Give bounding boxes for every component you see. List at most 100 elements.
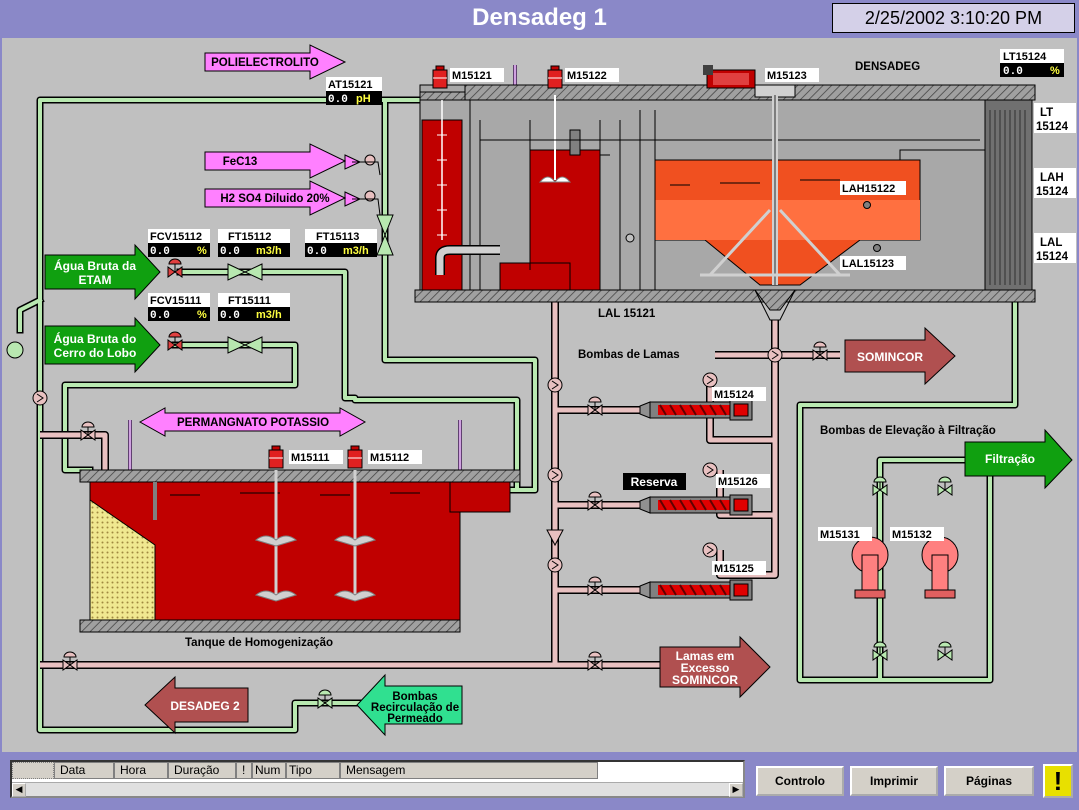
settler-wall: [639, 110, 656, 290]
motor-m15122[interactable]: [547, 65, 563, 89]
svg-text:0.0: 0.0: [150, 246, 170, 258]
svg-text:Excesso: Excesso: [681, 661, 730, 675]
label-m15112-bg: [368, 450, 422, 464]
svg-text:LT15124: LT15124: [1003, 51, 1047, 63]
pump-m15124[interactable]: [639, 399, 753, 421]
scroll-left-icon[interactable]: ◀: [12, 783, 26, 797]
check-valve-6[interactable]: [702, 542, 718, 558]
alarm-col-mensagem[interactable]: Mensagem: [340, 762, 598, 779]
reactor-2-baffle: [569, 129, 581, 156]
controlo-button[interactable]: Controlo: [756, 766, 844, 796]
svg-text:pH: pH: [356, 93, 371, 105]
lt15124-readout[interactable]: LT15124 0.0%: [1000, 49, 1064, 78]
motor-m15121[interactable]: [432, 65, 448, 89]
label-lal15123-bg: [840, 256, 906, 270]
check-valve-5[interactable]: [702, 462, 718, 478]
port-b: [863, 201, 871, 209]
check-valve-7[interactable]: [767, 347, 783, 363]
alarm-col-num[interactable]: Num: [252, 762, 286, 779]
somincor-arrow[interactable]: SOMINCOR: [844, 326, 956, 386]
pump-m15132[interactable]: [921, 536, 959, 599]
motor-m15111[interactable]: [268, 445, 284, 469]
alarm-col-duracao[interactable]: Duração: [168, 762, 236, 779]
label-m15126-bg: [716, 474, 770, 488]
paginas-button[interactable]: Páginas: [944, 766, 1034, 796]
svg-text:Recirculação de: Recirculação de: [371, 702, 459, 714]
motor-m15123[interactable]: [703, 65, 756, 89]
svg-text:m3/h: m3/h: [256, 309, 282, 321]
label-m15121: M15121: [452, 70, 492, 82]
svg-text:Água Bruta da: Água Bruta da: [54, 258, 136, 273]
pump-m15131[interactable]: [851, 536, 889, 599]
label-m15122-bg: [565, 68, 619, 82]
alarm-col-select[interactable]: [12, 762, 54, 779]
outlet-lamellas: [989, 110, 1026, 285]
check-valve-4[interactable]: [702, 372, 718, 388]
label-bombas-filtracao: Bombas de Elevação à Filtração: [820, 425, 996, 437]
label-m15124: M15124: [714, 389, 755, 401]
alert-icon[interactable]: !: [1043, 764, 1073, 798]
label-m15131: M15131: [820, 529, 860, 541]
label-lt-num: 15124: [1036, 121, 1069, 133]
svg-text:Filtração: Filtração: [985, 452, 1035, 466]
valve-fcv15112[interactable]: [167, 258, 183, 278]
tank-ripples: [170, 492, 420, 496]
check-valve-3[interactable]: [547, 557, 563, 573]
check-valve-8[interactable]: [32, 390, 48, 406]
alarm-scrollbar[interactable]: ◀ ▶: [12, 782, 743, 797]
label-m15122: M15122: [567, 70, 607, 82]
label-lah15122: LAH15122: [842, 183, 895, 195]
label-m15112: M15112: [370, 452, 409, 464]
svg-text:m3/h: m3/h: [256, 245, 282, 257]
alarm-col-priority[interactable]: !: [236, 762, 252, 779]
settler-rake: [700, 208, 850, 277]
label-lah-num: 15124: [1036, 186, 1069, 198]
label-m15111: M15111: [291, 452, 330, 464]
h2so4-arrow[interactable]: H2 SO4 Diluido 20%: [204, 180, 347, 216]
svg-text:%: %: [197, 309, 207, 321]
label-lal-num: 15124: [1036, 251, 1069, 263]
fcv15111-readout[interactable]: FCV15111 0.0%: [148, 293, 210, 322]
polieletrolito-arrow[interactable]: POLIELECTROLITO: [204, 44, 347, 80]
fecl3-arrow[interactable]: FeC13: [204, 143, 347, 179]
alarm-col-hora[interactable]: Hora: [114, 762, 168, 779]
alarm-col-data[interactable]: Data: [54, 762, 114, 779]
permanganato-arrow[interactable]: PERMANGNATO POTASSIO: [138, 407, 367, 437]
settler-ripples: [670, 179, 840, 186]
motor-m15112[interactable]: [347, 445, 363, 469]
page-title: Densadeg 1: [472, 4, 607, 31]
fcv15112-readout[interactable]: FCV15112 0.0%: [148, 229, 210, 258]
pump-m15126[interactable]: [639, 494, 753, 516]
pump-m15125[interactable]: [639, 579, 753, 601]
imprimir-button[interactable]: Imprimir: [850, 766, 938, 796]
svg-text:0.0: 0.0: [328, 94, 348, 106]
reactor-2-impeller: [538, 176, 572, 183]
check-valve-2[interactable]: [547, 467, 563, 483]
svg-text:ETAM: ETAM: [78, 273, 111, 287]
alarm-table-header: Data Hora Duração ! Num Tipo Mensagem: [12, 762, 612, 779]
svg-text:FeC13: FeC13: [223, 156, 258, 168]
alarm-col-tipo[interactable]: Tipo: [286, 762, 340, 779]
densadeg-base: [414, 289, 1036, 303]
label-m15132: M15132: [892, 529, 932, 541]
valve-p2[interactable]: [937, 476, 953, 496]
port-a: [625, 233, 635, 243]
check-valve-1[interactable]: [547, 377, 563, 393]
svg-text:FT15113: FT15113: [316, 231, 359, 243]
alarm-table[interactable]: Data Hora Duração ! Num Tipo Mensagem ◀ …: [10, 760, 745, 798]
datetime-display: 2/25/2002 3:10:20 PM: [832, 3, 1075, 33]
flow-indicator: [6, 341, 24, 359]
scroll-right-icon[interactable]: ▶: [729, 783, 743, 797]
filtracao-arrow[interactable]: Filtração: [964, 428, 1073, 490]
desadeg2-arrow[interactable]: DESADEG 2: [144, 675, 249, 735]
label-tanque: Tanque de Homogenização: [185, 637, 333, 649]
valve-p4[interactable]: [937, 641, 953, 661]
